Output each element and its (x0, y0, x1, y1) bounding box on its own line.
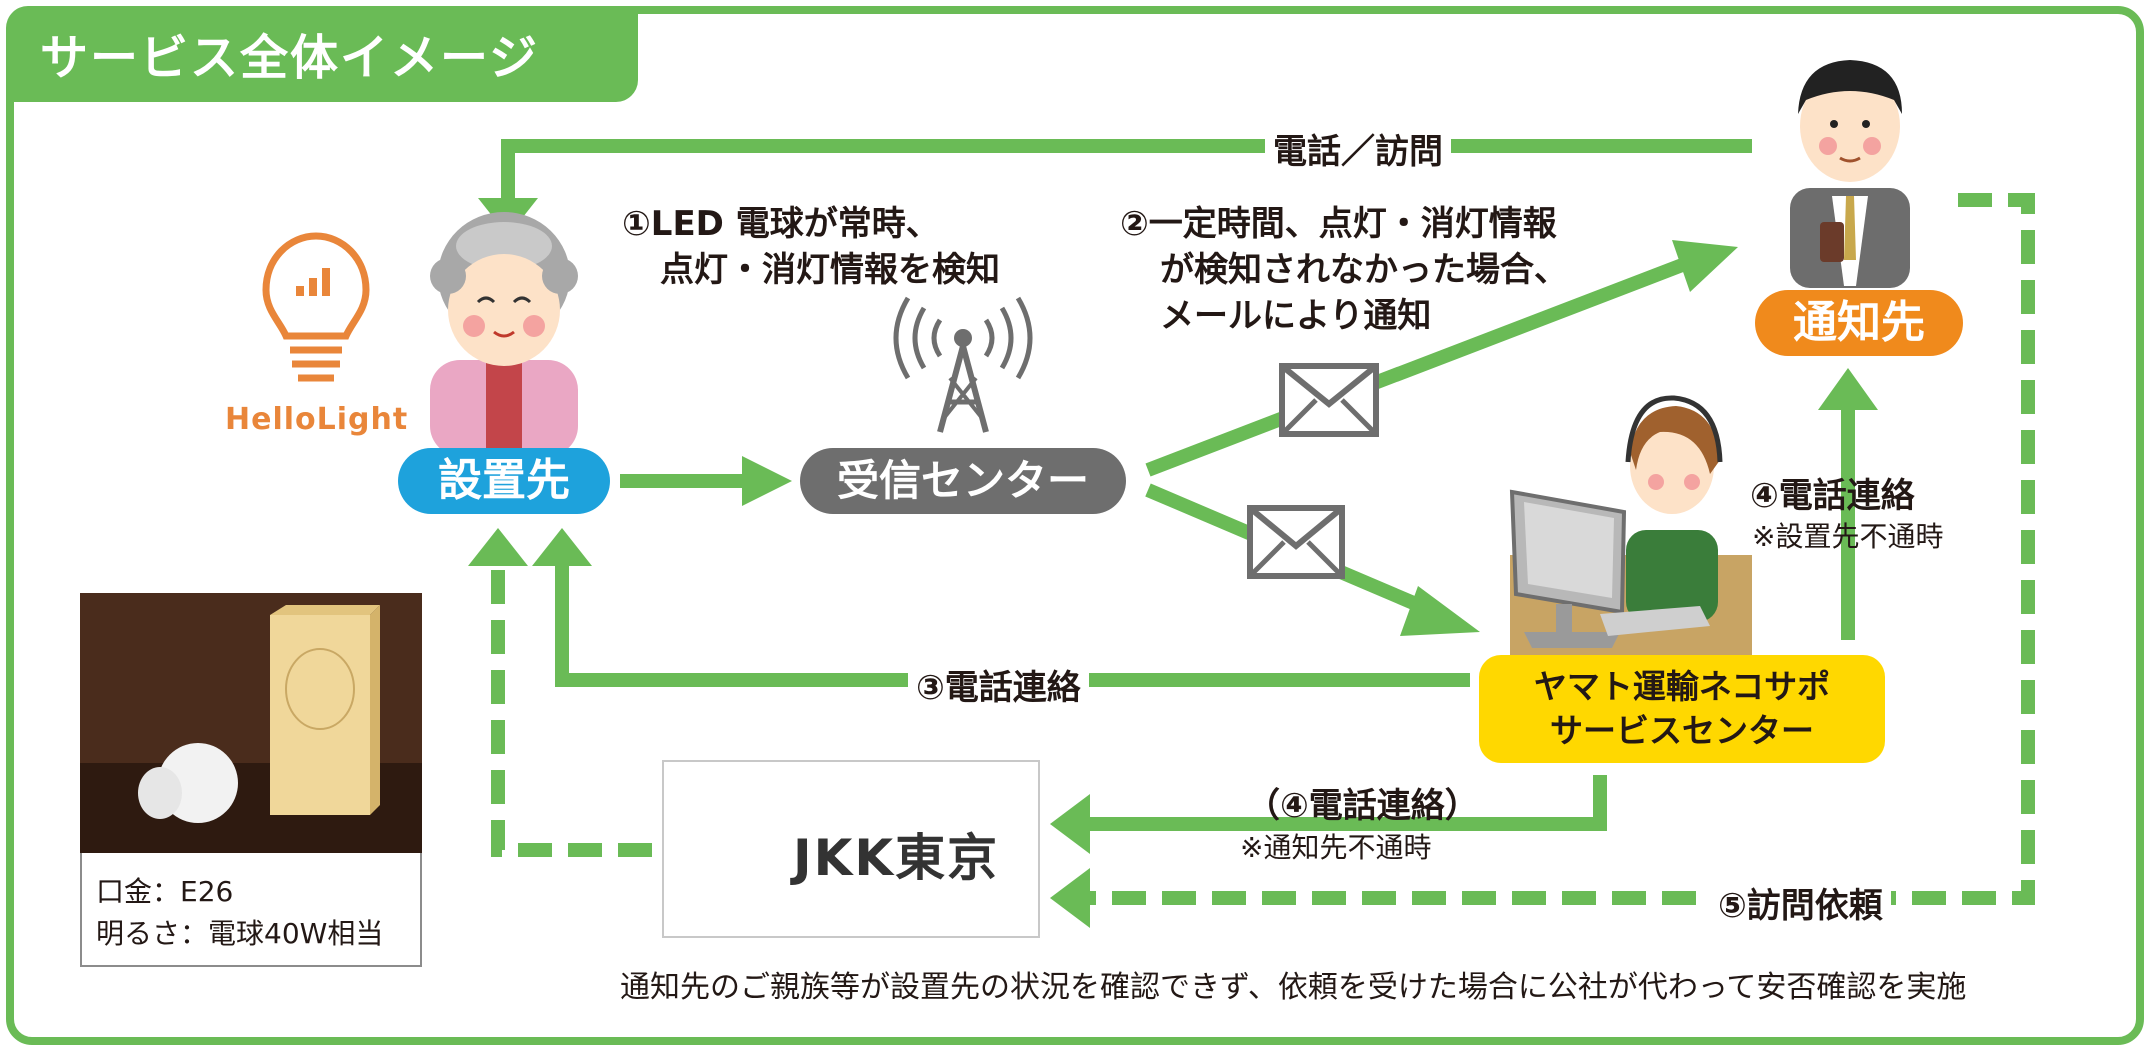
elderly-woman-illustration (430, 212, 578, 456)
jkk-logo-box (662, 760, 1040, 938)
hellolight-bulb-icon (262, 232, 370, 382)
outer-frame (6, 6, 2144, 1045)
envelope-icon (1247, 505, 1345, 579)
label-step2-line1: ②一定時間、点灯・消灯情報 (1120, 204, 1557, 244)
receiving-center-node: 受信センター (800, 448, 1126, 514)
label-step3-call: ③電話連絡 (908, 660, 1089, 709)
title-tab (6, 6, 638, 102)
arrow-installation-to-center (620, 456, 792, 506)
arrow-step4-call (1818, 368, 1878, 640)
antenna-tower-icon (893, 296, 1033, 433)
footer-note: 通知先のご親族等が設置先の状況を確認できず、依頼を受けた場合に公社が代わって安否… (620, 970, 1967, 1005)
product-photo-drawing (80, 593, 422, 853)
label-step4-note: ※設置先不通時 (1752, 520, 1944, 553)
product-brightness-spec: 明るさ：電球40W相当 (96, 917, 384, 950)
label-step2-line2: が検知されなかった場合、 (1160, 250, 1568, 290)
support-center-line2: サービスセンター (1550, 711, 1814, 750)
arrow-center-to-notify (1145, 240, 1738, 477)
arrow-step3-call (532, 528, 1470, 687)
envelope-icon (1279, 363, 1379, 437)
label-phone-visit: 電話／訪問 (1265, 124, 1451, 173)
product-photo (80, 593, 422, 853)
jkk-logo-text: JKK東京 (793, 829, 1000, 887)
label-step2-line3: メールにより通知 (1160, 296, 1432, 336)
label-step4-call-paren: （④電話連絡） (1246, 786, 1479, 826)
label-step4-note2: ※通知先不通時 (1240, 831, 1432, 864)
hellolight-logo-text: HelloLight (225, 402, 409, 437)
label-step4-call: ④電話連絡 (1750, 476, 1915, 516)
label-step5-visit: ⑤訪問依頼 (1710, 878, 1891, 927)
notify-target-node: 通知先 (1755, 290, 1963, 356)
arrow-step4-call-jkk (1050, 775, 1607, 854)
diagram-title: サービス全体イメージ (40, 30, 540, 86)
arrow-step5-visit-dashed (1050, 193, 2035, 928)
arrow-jkk-to-installation-dashed (468, 528, 652, 857)
installation-node: 設置先 (398, 448, 610, 514)
label-step1-line1: ①LED 電球が常時、 (622, 204, 940, 244)
operator-illustration (1509, 395, 1752, 655)
label-step1-line2: 点灯・消灯情報を検知 (660, 250, 1000, 290)
product-base-spec: 口金：E26 (96, 875, 234, 908)
man-with-phone-illustration (1790, 60, 1910, 288)
support-center-node: ヤマト運輸ネコサポ サービスセンター (1479, 655, 1885, 763)
support-center-line1: ヤマト運輸ネコサポ (1533, 667, 1831, 706)
product-caption-box (80, 853, 422, 967)
